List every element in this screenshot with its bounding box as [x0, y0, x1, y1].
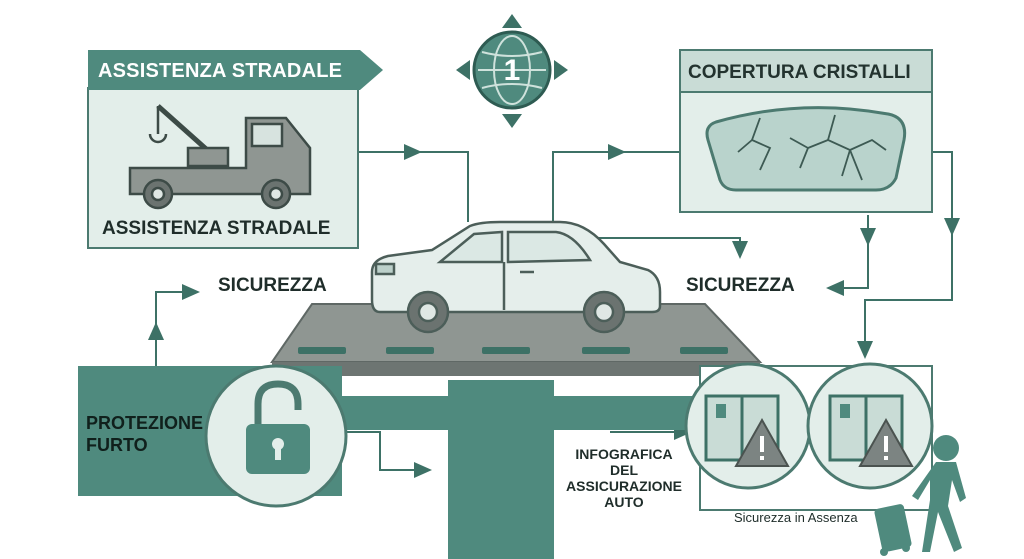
arrow-glass-to-safety-right: [826, 215, 869, 296]
glass-panel: [679, 49, 933, 213]
arrow-car-to-safety-right: [540, 237, 748, 259]
center-caption-line3: ASSICURAZIONE: [566, 478, 682, 494]
safety-right-label: SICUREZZA: [686, 275, 795, 296]
theft-label-line2: FURTO: [86, 435, 148, 455]
arrow-theft-to-safety-left: [155, 284, 200, 368]
center-caption-line2: DEL: [610, 462, 638, 478]
road-platform: [270, 303, 763, 559]
center-caption: INFOGRAFICA DEL ASSICURAZIONE AUTO: [560, 446, 688, 510]
roadside-panel: [87, 50, 383, 249]
padlock-icon: [246, 380, 310, 474]
tow-truck-icon: [128, 104, 312, 210]
arrow-theft-to-center: [342, 431, 432, 478]
absence-group: [684, 362, 966, 556]
theft-label-line1: PROTEZIONE: [86, 413, 204, 433]
safety-left-label: SICUREZZA: [218, 275, 327, 296]
window-warning-icon: [684, 362, 812, 490]
window-warning-icon: [806, 362, 934, 490]
theft-panel: [78, 364, 348, 508]
arrow-glass-to-absence: [857, 151, 953, 359]
arrow-car-to-glass: [552, 151, 680, 230]
car-icon: [370, 220, 662, 334]
center-caption-line4: AUTO: [604, 494, 644, 510]
roadside-banner-label: ASSISTENZA STRADALE: [98, 58, 342, 84]
absence-caption: Sicurezza in Assenza: [734, 510, 858, 525]
arrow-roadside-to-car: [358, 151, 469, 222]
globe-badge: [456, 14, 568, 128]
glass-banner: [679, 49, 933, 93]
roadside-banner-text: ASSISTENZA STRADALE: [98, 59, 343, 82]
center-caption-line1: INFOGRAFICA: [575, 446, 673, 462]
badge-number: 1: [503, 54, 521, 87]
glass-banner-label: COPERTURA CRISTALLI: [688, 62, 911, 83]
traveler-icon: [874, 435, 966, 556]
roadside-banner: [88, 50, 383, 90]
theft-label: PROTEZIONE FURTO: [86, 412, 203, 456]
roadside-caption: ASSISTENZA STRADALE: [102, 218, 331, 239]
platform-beam: [272, 396, 758, 430]
cracked-windshield-icon: [705, 106, 907, 192]
